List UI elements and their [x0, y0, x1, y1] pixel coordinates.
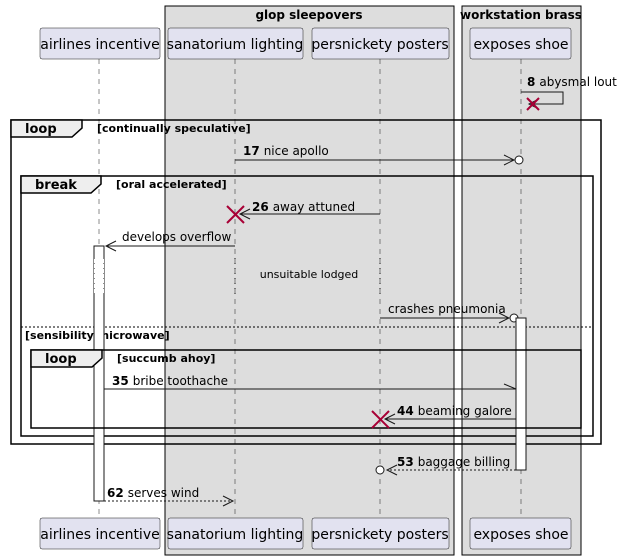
destroy-icon	[371, 410, 390, 429]
participant-airlines-top[interactable]: airlines incentive	[39, 27, 161, 60]
participant-label: sanatorium lighting	[167, 37, 304, 53]
frame-condition: [succumb ahoy]	[117, 352, 215, 365]
participant-airlines-bottom[interactable]: airlines incentive	[39, 517, 161, 550]
frame-keyword: break	[35, 178, 77, 193]
group-glop-sleepovers: glop sleepovers	[164, 5, 455, 556]
participant-label: persnickety posters	[311, 527, 448, 543]
participant-exposes-top[interactable]: exposes shoe	[469, 27, 572, 60]
frame-loop-outer: loop [continually speculative]	[10, 119, 602, 445]
group-title: glop sleepovers	[255, 8, 362, 22]
delay-label: unsuitable lodged	[260, 268, 359, 281]
frame-condition: [oral accelerated]	[116, 178, 227, 191]
frame-keyword: loop	[25, 122, 57, 137]
group-title: workstation brass	[460, 8, 582, 22]
frame-condition: [continually speculative]	[97, 122, 251, 135]
participant-sanatorium-top[interactable]: sanatorium lighting	[167, 27, 304, 60]
message-crashes-pneumonia: crashes pneumonia	[380, 302, 519, 324]
participant-label: airlines incentive	[40, 37, 159, 53]
participant-sanatorium-bottom[interactable]: sanatorium lighting	[167, 517, 304, 550]
message-label: crashes pneumonia	[388, 302, 506, 316]
participant-label: exposes shoe	[473, 37, 568, 53]
delay-section: unsuitable lodged	[93, 258, 522, 294]
message-develops-overflow: develops overflow	[104, 230, 235, 252]
activation-airlines	[93, 245, 105, 502]
frame-keyword: loop	[45, 352, 77, 367]
activation-exposes	[515, 317, 527, 471]
destroy-icon	[526, 97, 540, 111]
participant-label: exposes shoe	[473, 527, 568, 543]
participant-label: persnickety posters	[311, 37, 448, 53]
message-label: develops overflow	[122, 230, 232, 244]
participant-persnickety-bottom[interactable]: persnickety posters	[311, 517, 450, 550]
frame-loop-inner: loop [succumb ahoy]	[30, 349, 582, 429]
destroy-icon	[226, 205, 245, 224]
participant-persnickety-top[interactable]: persnickety posters	[311, 27, 450, 60]
participant-exposes-bottom[interactable]: exposes shoe	[469, 517, 572, 550]
participant-label: sanatorium lighting	[167, 527, 304, 543]
frame-break: break [oral accelerated] [sensibility mi…	[20, 175, 594, 437]
participant-label: airlines incentive	[40, 527, 159, 543]
